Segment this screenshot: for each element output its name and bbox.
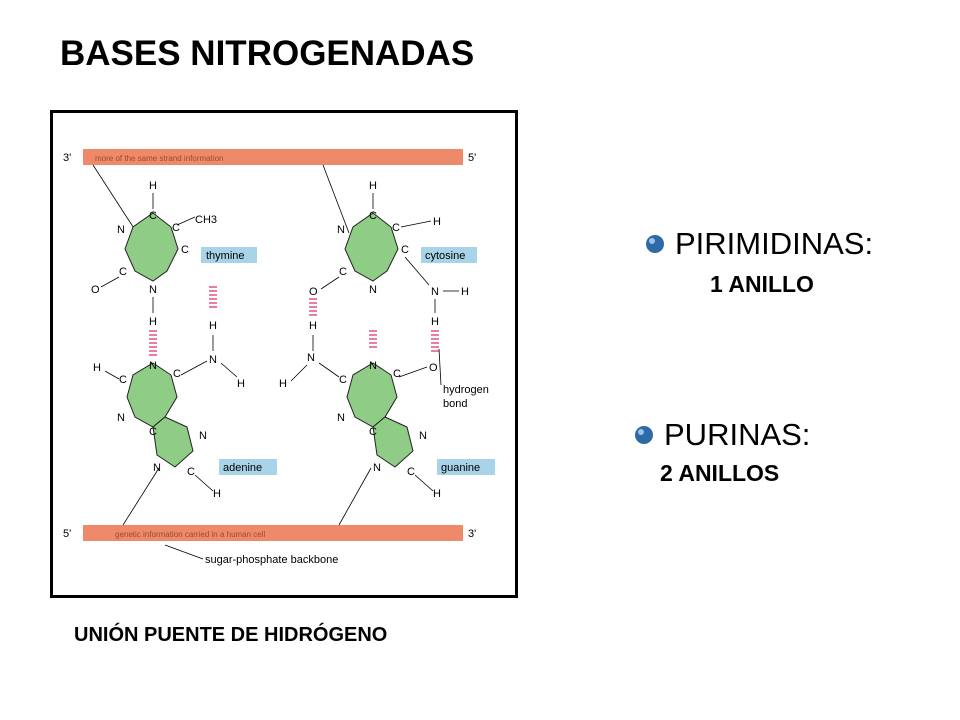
svg-text:H: H xyxy=(149,316,157,328)
svg-text:N: N xyxy=(117,412,125,424)
svg-text:H: H xyxy=(93,362,101,374)
bottom-strand xyxy=(83,525,463,541)
svg-text:O: O xyxy=(429,362,438,374)
sphere-bullet-icon xyxy=(646,235,664,253)
svg-text:C: C xyxy=(119,266,127,278)
top-strand-text: more of the same strand information xyxy=(95,154,224,163)
backbone-label: sugar-phosphate backbone xyxy=(205,554,338,566)
adenine-label-box xyxy=(219,459,277,475)
base-pair-diagram: more of the same strand information 3' 5… xyxy=(63,149,495,566)
bottom-strand-5-prime: 5' xyxy=(63,528,71,540)
svg-text:N: N xyxy=(307,352,315,364)
svg-text:N: N xyxy=(209,354,217,366)
svg-text:O: O xyxy=(91,284,100,296)
guanine-molecule: N C C N C N N C H N H H O guanine xyxy=(279,320,495,500)
svg-text:C: C xyxy=(401,244,409,256)
svg-text:H: H xyxy=(433,488,441,500)
svg-text:H: H xyxy=(149,180,157,192)
svg-text:N: N xyxy=(373,462,381,474)
svg-text:H: H xyxy=(213,488,221,500)
svg-text:H: H xyxy=(433,216,441,228)
bullet-pirimidinas: PIRIMIDINAS: xyxy=(645,226,873,262)
bullet-sub-purinas: 2 ANILLOS xyxy=(660,460,780,486)
svg-text:H: H xyxy=(237,378,245,390)
svg-text:N: N xyxy=(369,284,377,296)
svg-text:N: N xyxy=(117,224,125,236)
svg-text:N: N xyxy=(369,360,377,372)
cytosine-molecule: C C C N C N H H O N H H cytosine xyxy=(309,180,477,328)
svg-text:C: C xyxy=(369,426,377,438)
cytosine-label-box xyxy=(421,247,477,263)
svg-text:C: C xyxy=(392,222,400,234)
thymine-label-box xyxy=(201,247,257,263)
svg-text:C: C xyxy=(187,466,195,478)
cytosine-label: cytosine xyxy=(425,250,465,262)
top-strand-3-prime: 3' xyxy=(63,152,71,164)
svg-text:C: C xyxy=(339,374,347,386)
top-strand-5-prime: 5' xyxy=(468,152,476,164)
svg-text:C: C xyxy=(149,426,157,438)
svg-text:C: C xyxy=(173,368,181,380)
svg-text:H: H xyxy=(279,378,287,390)
svg-text:H: H xyxy=(209,320,217,332)
guanine-label: guanine xyxy=(441,462,480,474)
svg-text:N: N xyxy=(149,360,157,372)
bullet-label: PURINAS: xyxy=(664,417,811,452)
svg-text:C: C xyxy=(369,210,377,222)
svg-text:N: N xyxy=(337,412,345,424)
dna-base-pair-figure: more of the same strand information 3' 5… xyxy=(50,110,518,598)
adenine-molecule: N C C N C N N C H H N H H adenine xyxy=(93,320,277,500)
bullet-label: PIRIMIDINAS: xyxy=(675,226,874,261)
svg-text:H: H xyxy=(309,320,317,332)
thymine-label: thymine xyxy=(206,250,245,262)
bottom-strand-3-prime: 3' xyxy=(468,528,476,540)
page-title: BASES NITROGENADAS xyxy=(60,34,475,73)
svg-text:C: C xyxy=(181,244,189,256)
svg-text:N: N xyxy=(337,224,345,236)
svg-text:C: C xyxy=(339,266,347,278)
guanine-label-box xyxy=(437,459,495,475)
svg-text:H: H xyxy=(431,316,439,328)
svg-text:CH3: CH3 xyxy=(195,214,217,226)
svg-text:O: O xyxy=(309,286,318,298)
hydrogen-bonds xyxy=(149,286,439,356)
thymine-molecule: C C C N C N H CH3 O O H thymine xyxy=(91,180,257,328)
svg-text:C: C xyxy=(119,374,127,386)
svg-text:C: C xyxy=(393,368,401,380)
top-strand xyxy=(83,149,463,165)
svg-text:C: C xyxy=(172,222,180,234)
svg-text:N: N xyxy=(419,430,427,442)
svg-text:N: N xyxy=(431,286,439,298)
svg-text:C: C xyxy=(407,466,415,478)
svg-text:C: C xyxy=(149,210,157,222)
svg-text:N: N xyxy=(153,462,161,474)
sphere-bullet-icon xyxy=(635,426,653,444)
hydrogen-bond-label-1: hydrogen xyxy=(443,384,489,396)
adenine-label: adenine xyxy=(223,462,262,474)
svg-text:N: N xyxy=(199,430,207,442)
svg-text:N: N xyxy=(149,284,157,296)
svg-text:H: H xyxy=(369,180,377,192)
bullet-sub-pirimidinas: 1 ANILLO xyxy=(710,271,814,297)
figure-caption: UNIÓN PUENTE DE HIDRÓGENO xyxy=(74,624,388,646)
bottom-strand-text: genetic information carried in a human c… xyxy=(115,530,266,539)
bullet-purinas: PURINAS: xyxy=(634,417,810,453)
svg-text:H: H xyxy=(461,286,469,298)
hydrogen-bond-label-2: bond xyxy=(443,398,467,410)
